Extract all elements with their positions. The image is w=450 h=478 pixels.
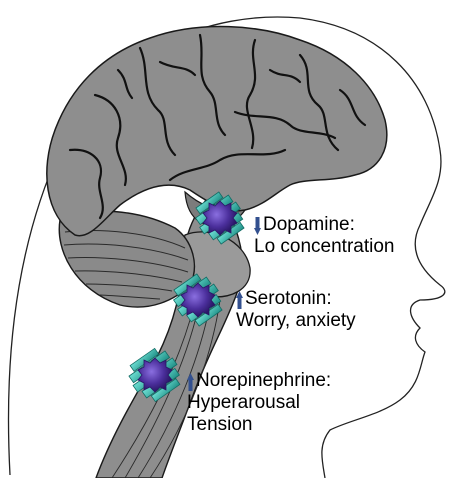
dopamine-effect: Lo concentration [254,236,395,258]
norepinephrine-effect-1: Hyperarousal [187,392,331,414]
dopamine-label: Dopamine: Lo concentration [254,214,395,258]
arrow-up-icon [187,373,194,391]
norepinephrine-title: Norepinephrine: [196,370,331,392]
serotonin-effect: Worry, anxiety [236,310,356,332]
norepinephrine-label: Norepinephrine: Hyperarousal Tension [187,370,331,436]
serotonin-title: Serotonin: [245,288,332,310]
arrow-up-icon [236,291,243,309]
arrow-down-icon [254,217,261,235]
serotonin-label: Serotonin: Worry, anxiety [236,288,356,332]
dopamine-title: Dopamine: [263,214,355,236]
norepinephrine-effect-2: Tension [187,414,331,436]
